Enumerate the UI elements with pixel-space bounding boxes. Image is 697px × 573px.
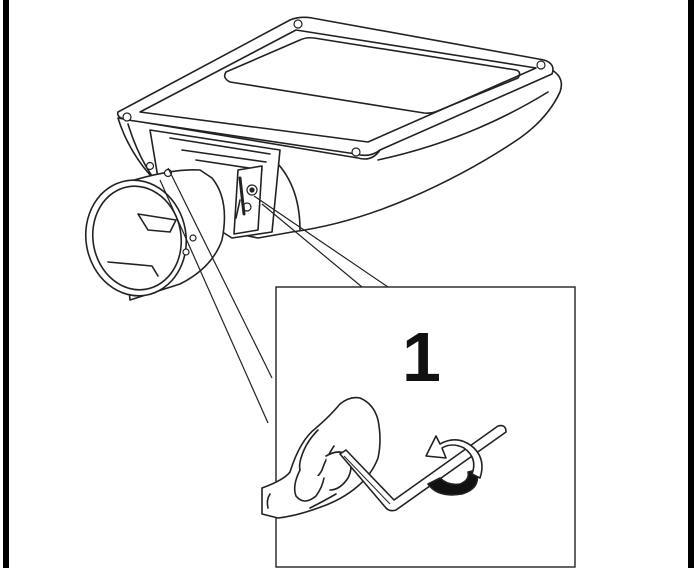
- bracket-pin: [235, 199, 241, 219]
- figure-border: [3, 0, 694, 568]
- bracket-spring: [238, 176, 246, 216]
- lens-panel: [223, 36, 521, 114]
- bracket-plate: [233, 165, 263, 235]
- spigot-clamp: [137, 213, 177, 233]
- counter-clockwise-arrow: [425, 435, 483, 496]
- step-number-label: 1: [402, 318, 441, 396]
- housing-edge: [377, 91, 549, 161]
- spigot-clamp-lower: [107, 261, 159, 277]
- street-light-luminaire: [84, 16, 563, 301]
- bracket-bolts: [242, 184, 258, 212]
- spigot-opening: [84, 179, 188, 297]
- hand: [261, 396, 381, 519]
- cover-screws: [122, 19, 546, 157]
- top-cover-rim: [139, 29, 537, 143]
- hex-key: [339, 424, 507, 512]
- spigot-opening-inner: [91, 185, 183, 291]
- callout-leader-lines: [159, 167, 389, 424]
